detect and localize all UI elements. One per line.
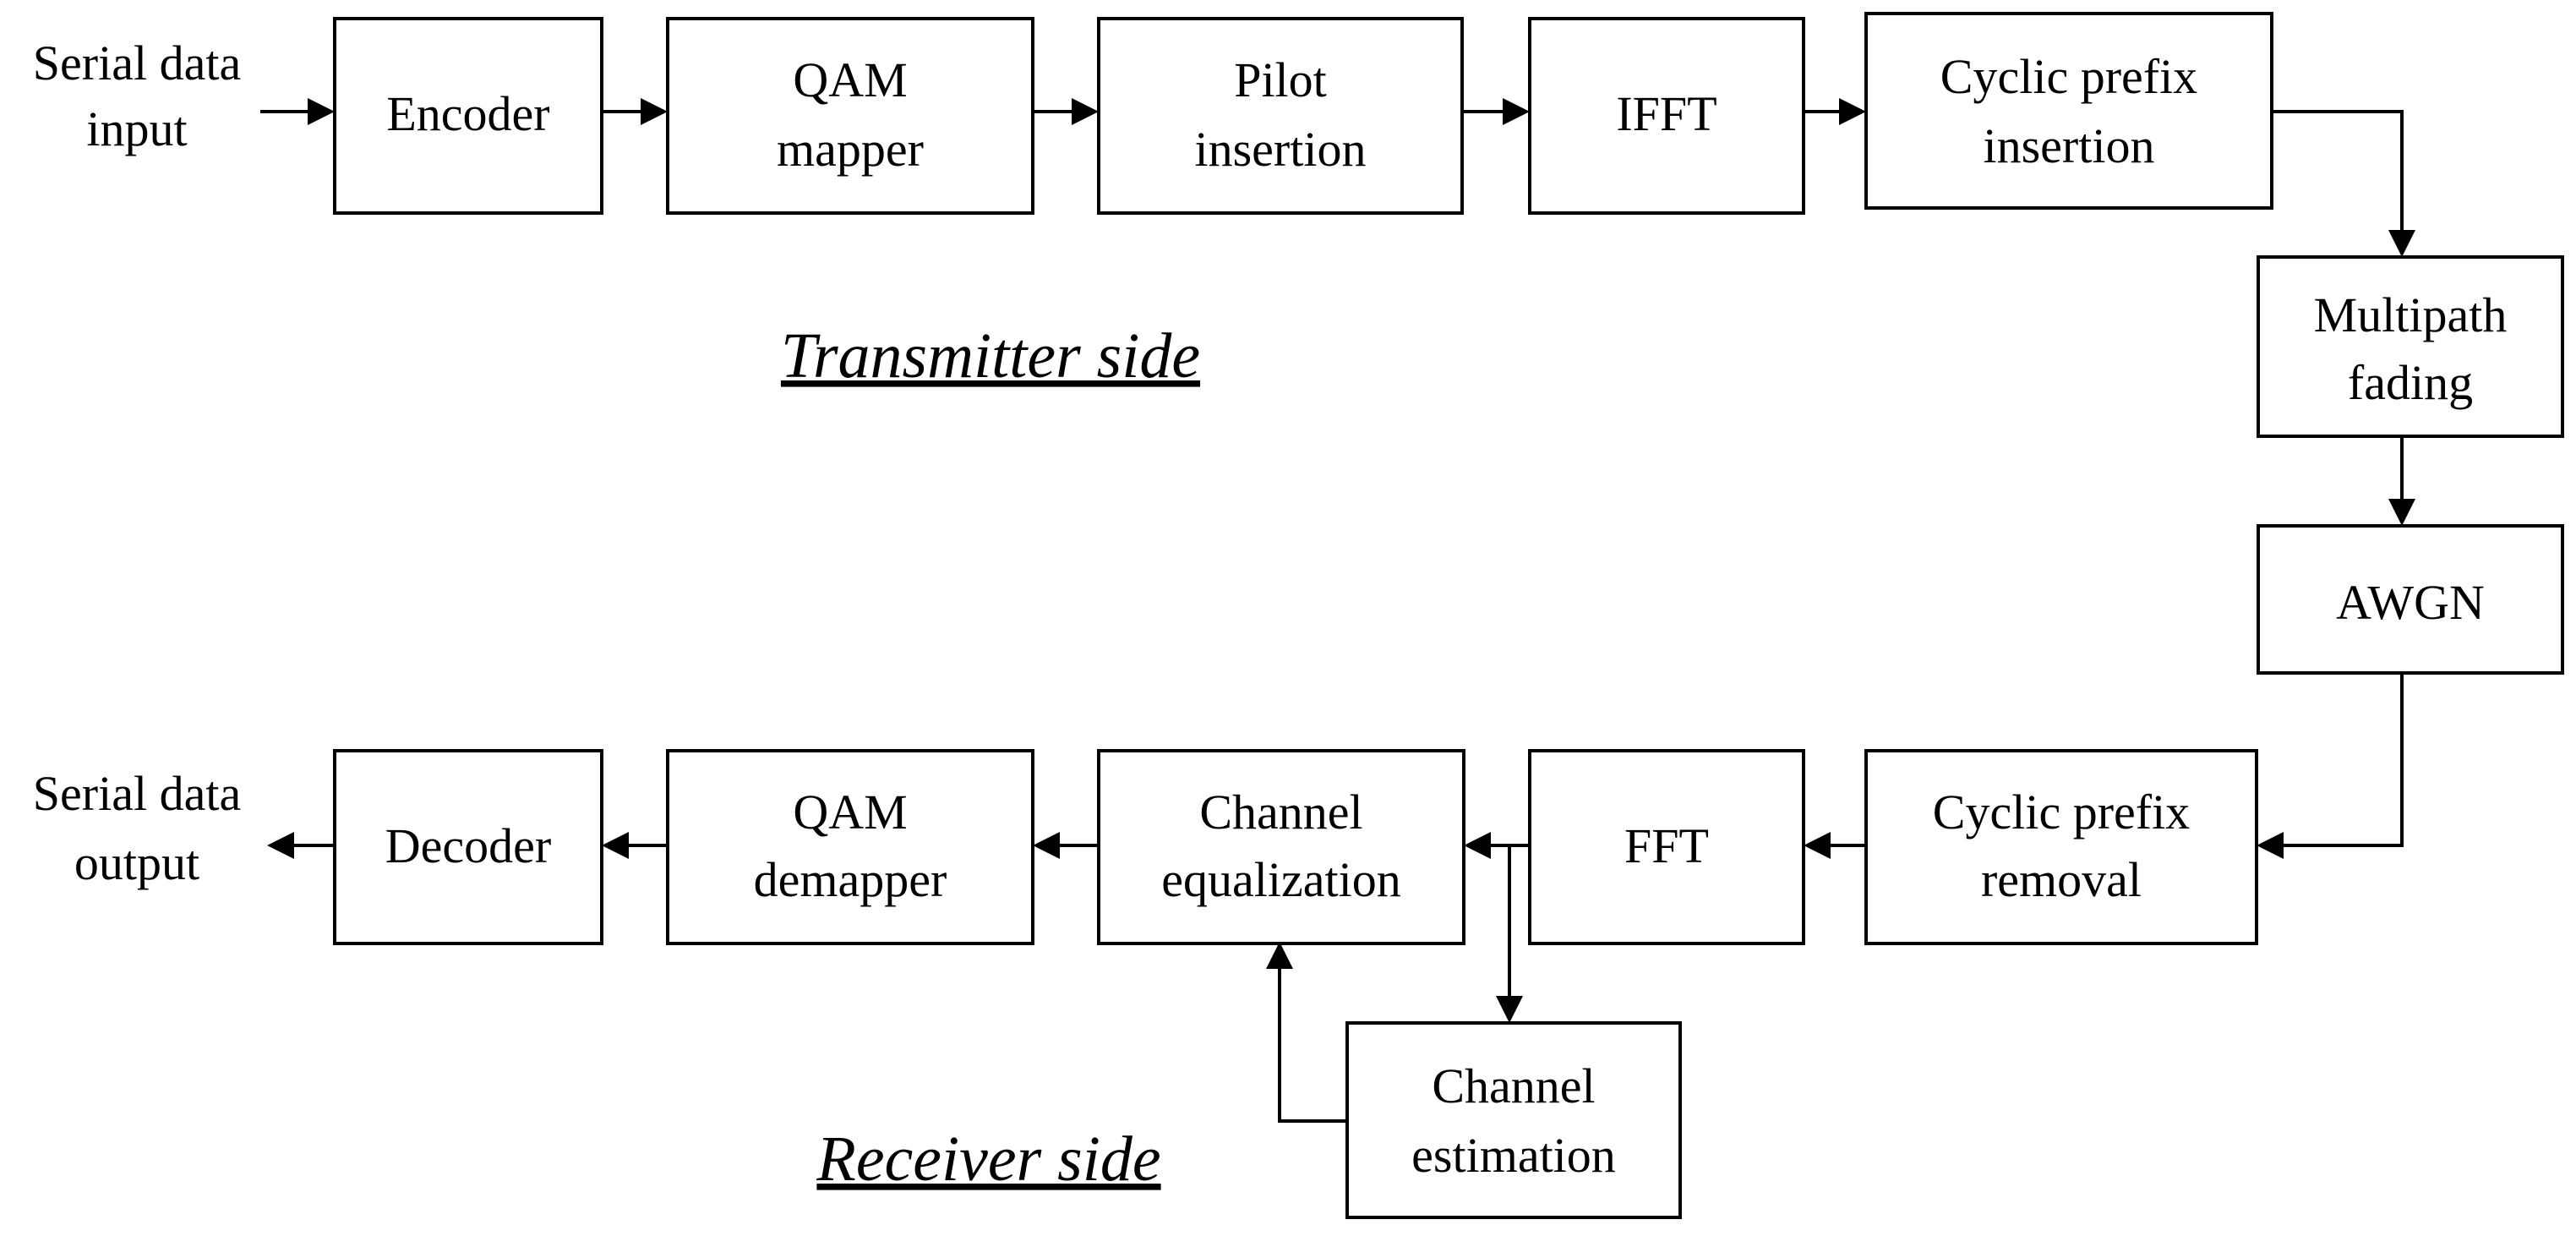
arrowhead: [1496, 996, 1523, 1023]
cp-removal-label-line-1: Cyclic prefix: [1933, 785, 2190, 839]
encoder-block: Encoder: [333, 17, 603, 215]
encoder-label: Encoder: [386, 86, 549, 141]
pilot-insertion-label-line-2: insertion: [1195, 122, 1367, 177]
transmitter-side-title: Transmitter side: [781, 320, 1200, 391]
qam-demapper-block: QAM demapper: [666, 749, 1034, 945]
ifft-label: IFFT: [1616, 86, 1716, 141]
output-label-line-2: output: [74, 835, 199, 890]
arrowhead: [641, 98, 668, 125]
cyclic-prefix-removal-block: Cyclic prefix removal: [1864, 749, 2258, 945]
arrowhead: [2388, 230, 2415, 257]
connections: [260, 98, 2415, 1123]
serial-data-output-label: Serial data output: [33, 766, 241, 890]
arrowhead: [1072, 98, 1099, 125]
arrowhead: [308, 98, 335, 125]
arrow-cp-insertion-to-fading: [2272, 110, 2404, 233]
channel-equalization-label-line-2: equalization: [1161, 852, 1400, 907]
cyclic-prefix-insertion-block: Cyclic prefix insertion: [1864, 12, 2273, 210]
pilot-insertion-label-line-1: Pilot: [1234, 52, 1327, 107]
channel-equalization-label-line-1: Channel: [1199, 785, 1362, 839]
channel-equalization-block: Channel equalization: [1097, 749, 1465, 945]
decoder-block: Decoder: [333, 749, 603, 945]
output-label-line-1: Serial data: [33, 766, 241, 821]
multipath-fading-label-line-1: Multipath: [2314, 287, 2508, 342]
channel-estimation-label-line-2: estimation: [1411, 1128, 1616, 1183]
arrow-awgn-to-cp-removal: [2282, 673, 2404, 847]
qam-demapper-label-line-1: QAM: [793, 785, 907, 839]
arrowhead: [1839, 98, 1866, 125]
multipath-fading-block: Multipath fading: [2257, 255, 2564, 438]
qam-mapper-label-line-2: mapper: [777, 122, 924, 177]
fft-block: FFT: [1528, 749, 1805, 945]
cp-removal-label-line-2: removal: [1981, 852, 2142, 907]
arrowhead: [267, 832, 294, 859]
arrowhead: [2388, 499, 2415, 526]
arrowhead: [602, 832, 629, 859]
awgn-label: AWGN: [2336, 575, 2485, 630]
qam-mapper-label-line-1: QAM: [793, 52, 907, 107]
channel-estimation-block: Channel estimation: [1345, 1021, 1682, 1219]
qam-demapper-label-line-2: demapper: [754, 852, 947, 907]
qam-mapper-block: QAM mapper: [666, 17, 1034, 215]
arrowhead: [1464, 832, 1491, 859]
arrowhead: [1266, 942, 1293, 969]
arrowhead: [1804, 832, 1831, 859]
arrowhead: [2257, 832, 2284, 859]
decoder-label: Decoder: [385, 818, 551, 873]
ifft-block: IFFT: [1528, 17, 1805, 215]
cp-insertion-label-line-1: Cyclic prefix: [1940, 49, 2197, 104]
pilot-insertion-block: Pilot insertion: [1097, 17, 1464, 215]
fft-label: FFT: [1624, 818, 1709, 873]
arrowhead: [1503, 98, 1530, 125]
multipath-fading-label-line-2: fading: [2348, 355, 2473, 410]
input-label-line-2: input: [86, 101, 187, 156]
input-label-line-1: Serial data: [33, 36, 241, 90]
cp-insertion-label-line-2: insertion: [1984, 118, 2155, 173]
arrowhead: [1033, 832, 1060, 859]
receiver-side-title: Receiver side: [816, 1124, 1160, 1195]
channel-estimation-label-line-1: Channel: [1432, 1058, 1595, 1113]
awgn-block: AWGN: [2257, 524, 2564, 675]
arrow-estimation-to-equalization: [1278, 967, 1347, 1123]
serial-data-input-label: Serial data input: [33, 36, 241, 156]
